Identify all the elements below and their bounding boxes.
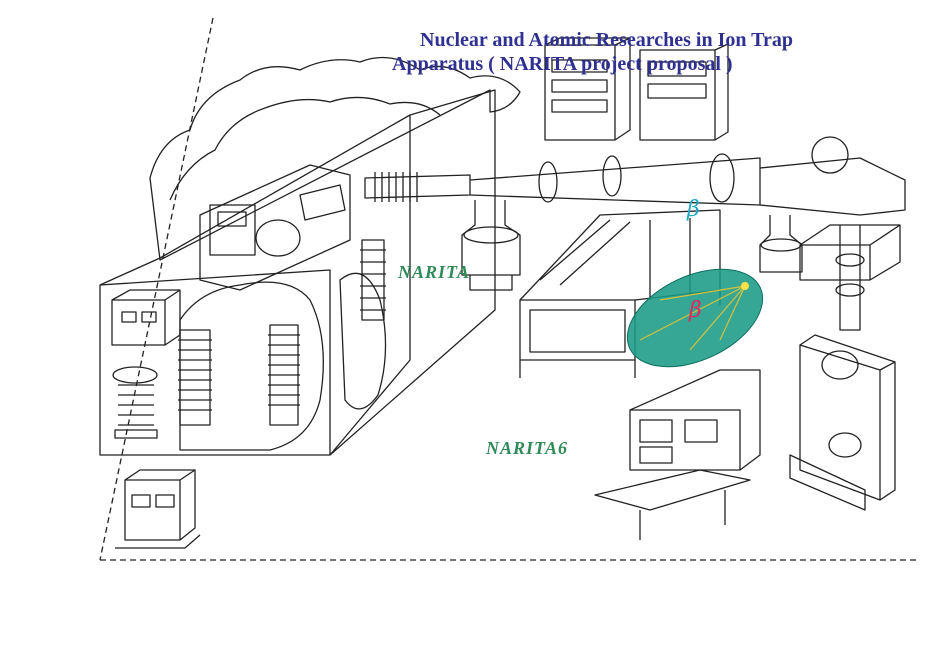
wall-dashed-line [99, 17, 214, 561]
helix-column-3 [360, 239, 386, 321]
cave-opening-right [339, 272, 387, 410]
ellipse-rays [639, 285, 746, 351]
beam-pipe-main [469, 157, 761, 206]
rock-shield-outline [149, 56, 521, 261]
rear-cabinet [544, 37, 631, 141]
helix-column-2 [268, 324, 300, 426]
label-narita: NARITA [398, 262, 471, 282]
beta-symbol-ellipse: β [689, 298, 702, 323]
flange [709, 153, 735, 203]
cave-box-edge [99, 257, 161, 286]
cave-box-top [159, 89, 496, 456]
beta-symbol-top: β [687, 197, 700, 222]
cave-opening [179, 281, 324, 451]
flange [811, 136, 849, 174]
front-console [115, 469, 201, 549]
title-line-2: Apparatus ( NARITA project proposal ) [392, 53, 733, 75]
spring-stand [112, 366, 158, 439]
beam-bellows [374, 172, 418, 202]
target-chamber [209, 184, 346, 257]
flange [602, 155, 622, 197]
pump-2 [759, 215, 803, 273]
right-pump-box [799, 224, 901, 281]
beam-pipe-right [759, 157, 906, 216]
pump-1 [461, 200, 521, 291]
label-narita6: NARITA6 [486, 438, 569, 458]
rock-shield-inner [169, 96, 441, 201]
highlight-ellipse [626, 268, 764, 368]
helix-column-1 [178, 329, 212, 426]
title-line-1: Nuclear and Atomic Researches in Ion Tra… [420, 29, 793, 51]
flange [538, 161, 558, 203]
left-control-box [111, 289, 181, 346]
cave-box-front [99, 269, 331, 456]
right-chamber [789, 225, 896, 511]
rear-box [199, 164, 351, 291]
console-desk [594, 369, 761, 540]
source-point [741, 282, 749, 290]
rear-rack [639, 43, 729, 141]
table-frame [519, 209, 721, 378]
